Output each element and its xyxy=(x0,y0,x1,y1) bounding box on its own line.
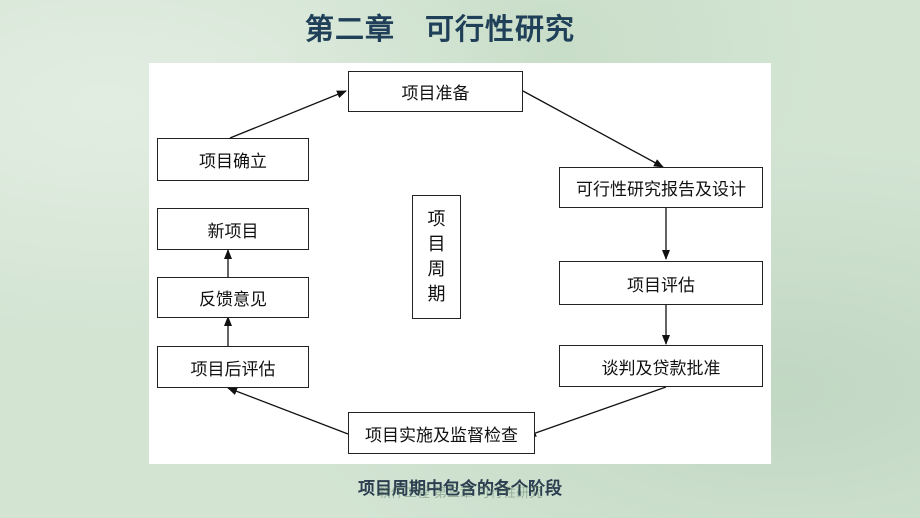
node-feedback: 反馈意见 xyxy=(157,277,309,318)
project-cycle-label: 项 目 周 期 xyxy=(412,195,461,319)
diagram-caption: 项目周期中包含的各个阶段 xyxy=(358,479,562,499)
project-cycle-char-4: 期 xyxy=(427,284,446,305)
node-new-project: 新项目 xyxy=(157,208,309,250)
arrow-confirm-to-prep xyxy=(229,90,347,139)
arrow-negotiation-to-implementation xyxy=(526,386,667,437)
node-negotiation-loan-approval: 谈判及贷款批准 xyxy=(559,345,763,387)
node-project-assessment: 项目评估 xyxy=(559,261,763,305)
node-feasibility-report: 可行性研究报告及设计 xyxy=(559,167,763,208)
node-implementation-supervision: 项目实施及监督检查 xyxy=(348,412,535,454)
diagram-panel: 项目准备 项目确立 可行性研究报告及设计 新项目 项 目 周 期 项目评估 反馈… xyxy=(149,63,771,464)
node-project-preparation: 项目准备 xyxy=(348,71,523,112)
project-cycle-char-3: 周 xyxy=(427,259,446,280)
node-project-confirmation: 项目确立 xyxy=(157,138,309,181)
node-post-evaluation: 项目后评估 xyxy=(157,346,309,388)
watermark-text: 软件工程 第三章 可行性研究 xyxy=(377,486,543,501)
diagram-connectors xyxy=(224,90,670,437)
arrow-implementation-to-posteval xyxy=(227,387,349,435)
slide-title: 第二章 可行性研究 xyxy=(304,12,575,46)
arrow-prep-to-feasibility xyxy=(522,90,664,168)
project-cycle-char-2: 目 xyxy=(427,234,446,255)
project-cycle-char-1: 项 xyxy=(427,209,446,230)
